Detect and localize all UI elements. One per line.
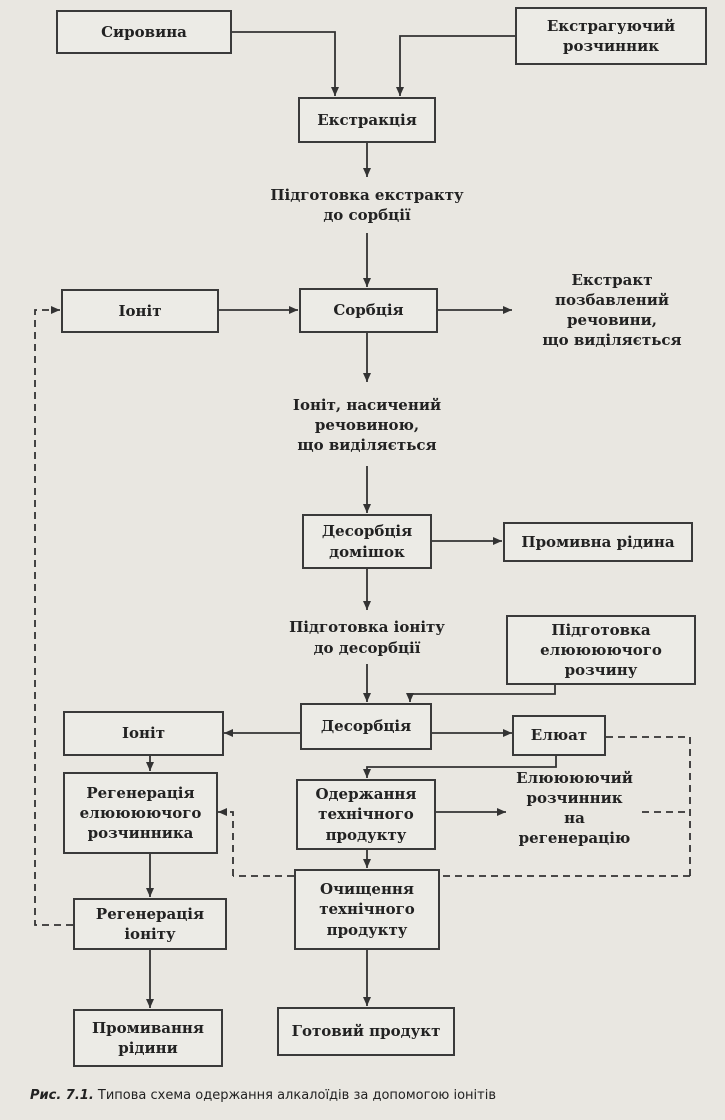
connector-pidgotovka-eliuiuiuchoho-desorbtsiia — [406, 685, 556, 702]
node-ekstraktsiia: Екстракція — [298, 97, 436, 143]
node-regeneratsiia-ionitu: Регенерація іоніту — [73, 898, 227, 950]
node-eliuiuiuchyi-na-regeneratsiiu: Елюююючий розчинник на регенерацію — [507, 768, 642, 848]
connector-syrovyna-ekstraktsiia — [232, 31, 339, 96]
figure-caption: Рис. 7.1. Типова схема одержання алкалої… — [30, 1088, 710, 1103]
dashed-loop-regeneration-arrow — [218, 808, 234, 876]
node-desorbtsiia-domishok: Десорбція домішок — [302, 514, 432, 569]
figure-caption-text: Типова схема одержання алкалоїдів за доп… — [93, 1088, 496, 1103]
node-promyvna-ridyna: Промивна рідина — [503, 522, 693, 562]
node-pidgotovka-eliuiuiuchoho: Підготовка елюююючого розчину — [506, 615, 696, 685]
connector-eliuat-oderzhannia — [363, 756, 557, 778]
dashed-loop-eliuent-right — [606, 736, 691, 876]
node-oderzhannia: Одержання технічного продукту — [296, 779, 436, 850]
node-ionit-1: Іоніт — [61, 289, 219, 333]
node-sorbtsiia: Сорбція — [299, 288, 438, 333]
connector-rozchynnyk-ekstraktsiia — [396, 35, 515, 96]
node-ekstr-rozchynnyk: Екстрагуючий розчинник — [515, 7, 707, 65]
node-eliuat: Елюат — [512, 715, 606, 756]
node-ekstrakt-pozbavlenyi: Екстракт позбавлений речовини, що виділя… — [512, 262, 712, 358]
node-ochyshchennia: Очищення технічного продукту — [294, 869, 440, 950]
dashed-loop-ionit-return — [34, 306, 73, 926]
figure-number: Рис. 7.1. — [30, 1088, 94, 1103]
node-promyvannia-ridyny: Промивання рідини — [73, 1009, 223, 1067]
node-pidgotovka-ekstraktu: Підготовка екстракту до сорбції — [262, 178, 472, 232]
node-syrovyna: Сировина — [56, 10, 232, 54]
node-regeneratsiia-eliuiuiuchoho: Регенерація елюююючого розчинника — [63, 772, 218, 854]
node-ionit-2: Іоніт — [63, 711, 224, 756]
node-ionit-nasychenyi: Іоніт, насичений речовиною, що виділяєть… — [272, 384, 462, 466]
node-gotovyi-produkt: Готовий продукт — [277, 1007, 455, 1056]
node-pidgotovka-ionitu: Підготовка іоніту до десорбції — [272, 611, 462, 664]
node-desorbtsiia: Десорбція — [300, 703, 432, 750]
